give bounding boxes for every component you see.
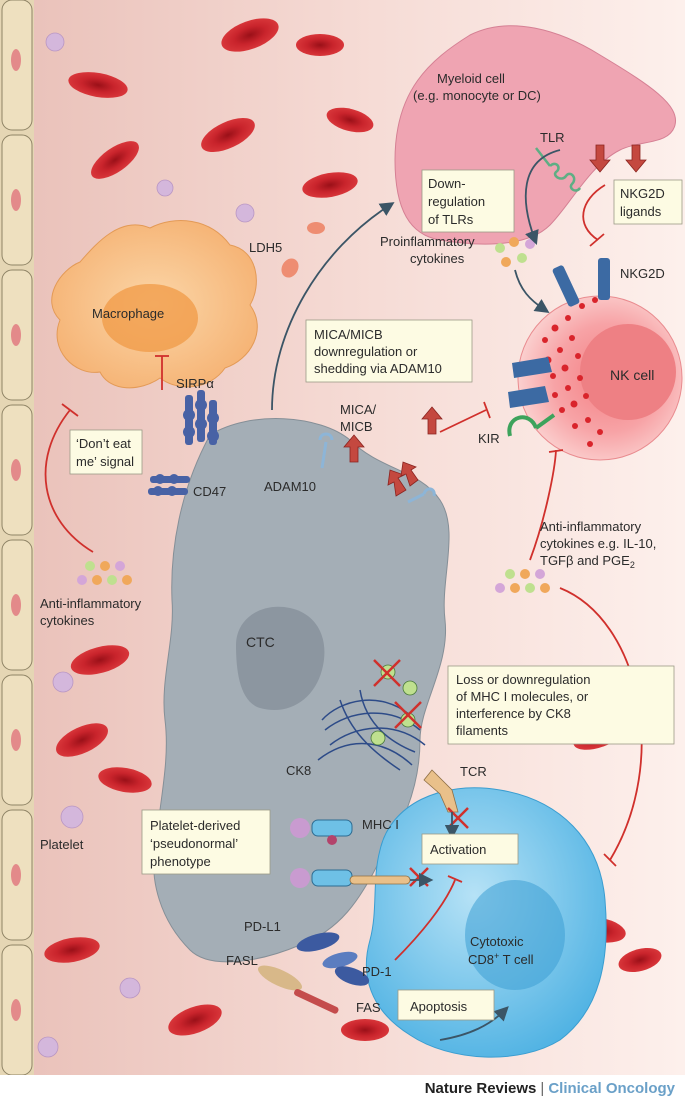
- t-cell-nucleus: [465, 880, 565, 990]
- mica-micb-arrows: [343, 406, 443, 497]
- label-ldh5: LDH5: [249, 240, 282, 255]
- label-platelet-box-3: phenotype: [150, 854, 211, 869]
- label-mica-box-2: downregulation or: [314, 344, 418, 359]
- footer-credit: Nature Reviews|Clinical Oncology: [0, 1080, 675, 1097]
- tcr-receptor: [423, 769, 459, 813]
- label-platelet-box-1: Platelet-derived: [150, 818, 240, 833]
- label-loss-box-4: filaments: [456, 723, 509, 738]
- label-loss-box-1: Loss or downregulation: [456, 672, 590, 687]
- label-loss-box-2: of MHC I molecules, or: [456, 689, 589, 704]
- label-cytotoxic-2: CD8+ T cell: [468, 951, 534, 967]
- label-sirpa: SIRPα: [176, 376, 214, 391]
- label-fasl: FASL: [226, 953, 258, 968]
- immune-evasion-diagram: Myeloid cell (e.g. monocyte or DC) TLR D…: [0, 0, 685, 1075]
- label-adam10: ADAM10: [264, 479, 316, 494]
- label-dont-eat-1: ‘Don’t eat: [76, 436, 131, 451]
- label-myeloid-cell: Myeloid cell: [437, 71, 505, 86]
- label-nkg2d-ligands-2: ligands: [620, 204, 662, 219]
- label-pd-1: PD-1: [362, 964, 392, 979]
- label-ctc: CTC: [246, 634, 275, 650]
- label-fas: FAS: [356, 1000, 381, 1015]
- adam10-enzymes: [318, 432, 436, 504]
- ctc-nucleus: [236, 606, 325, 711]
- nk-granules: [542, 297, 603, 447]
- endothelial-wall: [0, 0, 34, 1075]
- label-myeloid-example: (e.g. monocyte or DC): [413, 88, 541, 103]
- cd47-sirpa-complex: [148, 390, 219, 496]
- label-anti-inflammatory-right-1: Anti-inflammatory: [540, 519, 642, 534]
- label-nkg2d: NKG2D: [620, 266, 665, 281]
- pdl1-pd1-complex: [296, 932, 370, 986]
- nkg2d-ligand-arrows: [589, 144, 647, 173]
- nk-nucleus: [580, 324, 676, 420]
- label-nk-cell: NK cell: [610, 367, 654, 383]
- fasl-fas-complex: [257, 965, 339, 1014]
- label-kir: KIR: [478, 431, 500, 446]
- anti-inflammatory-cytokines-left: [77, 561, 132, 585]
- label-downregulation-2: regulation: [428, 194, 485, 209]
- label-tcr: TCR: [460, 764, 487, 779]
- label-macrophage: Macrophage: [92, 306, 164, 321]
- anti-inflammatory-cytokines-right: [495, 569, 550, 593]
- label-mica-2: MICB: [340, 419, 373, 434]
- label-mica-box-3: shedding via ADAM10: [314, 361, 442, 376]
- macrophage-nucleus: [102, 284, 198, 352]
- label-proinflammatory-2: cytokines: [410, 251, 465, 266]
- platelet-mhc1-complex: [290, 818, 411, 888]
- label-mhc1: MHC I: [362, 817, 399, 832]
- label-anti-inflammatory-left-2: cytokines: [40, 613, 95, 628]
- nk-activating-receptors: [508, 357, 552, 408]
- label-mica-1: MICA/: [340, 402, 377, 417]
- label-apoptosis: Apoptosis: [410, 999, 468, 1014]
- label-platelet-box-2: ‘pseudonormal’: [150, 836, 238, 851]
- mhc1-loss-marks: [373, 659, 422, 729]
- label-mica-box-1: MICA/MICB: [314, 327, 383, 342]
- label-downregulation-3: of TLRs: [428, 212, 474, 227]
- label-nkg2d-ligands-1: NKG2D: [620, 186, 665, 201]
- label-ck8: CK8: [286, 763, 311, 778]
- kir-receptor: [507, 415, 538, 437]
- label-anti-inflammatory-left-1: Anti-inflammatory: [40, 596, 142, 611]
- label-tlr: TLR: [540, 130, 565, 145]
- label-loss-box-3: interference by CK8: [456, 706, 571, 721]
- label-cytotoxic-1: Cytotoxic: [470, 934, 524, 949]
- text-boxes: [69, 169, 683, 1021]
- label-activation: Activation: [430, 842, 486, 857]
- footer-journal: Clinical Oncology: [548, 1080, 675, 1097]
- label-proinflammatory-1: Proinflammatory: [380, 234, 475, 249]
- label-anti-inflammatory-right-3: TGFβ and PGE2: [540, 553, 635, 570]
- label-anti-inflammatory-right-2: cytokines e.g. IL-10,: [540, 536, 656, 551]
- label-cd47: CD47: [193, 484, 226, 499]
- label-downregulation-1: Down-: [428, 176, 466, 191]
- label-platelet: Platelet: [40, 837, 84, 852]
- footer-publisher: Nature Reviews: [424, 1080, 537, 1097]
- label-dont-eat-2: me’ signal: [76, 454, 134, 469]
- nkg2d-receptors: [552, 258, 610, 307]
- label-pd-l1: PD-L1: [244, 919, 281, 934]
- ldh5-molecule: [281, 258, 299, 278]
- ldh5-molecule-2: [307, 222, 325, 234]
- footer-separator: |: [540, 1080, 545, 1097]
- platelets: [37, 32, 255, 1058]
- flow-arrows: [271, 149, 561, 1041]
